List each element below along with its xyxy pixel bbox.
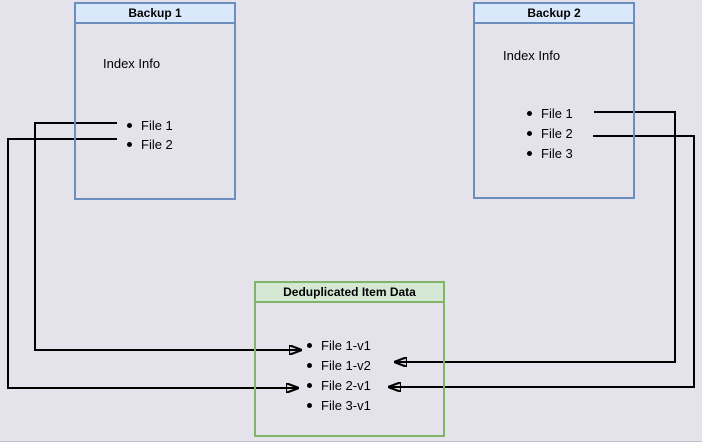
file-label: File 3-v1 <box>321 397 371 413</box>
list-item: File 1-v1 <box>307 335 371 355</box>
backup2-box: Backup 2 Index Info File 1 File 2 File 3 <box>473 2 635 199</box>
bullet-icon <box>127 123 132 128</box>
file-label: File 1-v2 <box>321 357 371 373</box>
file-label: File 2 <box>541 125 573 141</box>
dedup-title: Deduplicated Item Data <box>256 283 443 303</box>
bullet-icon <box>527 110 532 116</box>
file-label: File 3 <box>541 145 573 161</box>
list-item: File 1 <box>527 103 573 123</box>
backup1-box: Backup 1 Index Info File 1 File 2 <box>74 2 236 200</box>
backup1-title: Backup 1 <box>76 4 234 24</box>
bullet-icon <box>307 362 312 368</box>
bullet-icon <box>127 142 132 147</box>
backup1-index-label: Index Info <box>103 56 161 71</box>
list-item: File 2 <box>127 135 173 154</box>
backup2-title: Backup 2 <box>475 4 633 24</box>
bullet-icon <box>527 150 532 156</box>
list-item: File 1-v2 <box>307 355 371 375</box>
list-item: File 1 <box>127 116 173 135</box>
bullet-icon <box>307 342 312 348</box>
bullet-icon <box>307 382 312 388</box>
dedup-file-list: File 1-v1 File 1-v2 File 2-v1 File 3-v1 <box>307 335 371 415</box>
list-item: File 2 <box>527 123 573 143</box>
backup1-file-list: File 1 File 2 <box>127 116 173 154</box>
file-label: File 2 <box>141 137 173 152</box>
list-item: File 3-v1 <box>307 395 371 415</box>
backup2-file-list: File 1 File 2 File 3 <box>527 103 573 163</box>
dedup-box: Deduplicated Item Data File 1-v1 File 1-… <box>254 281 445 437</box>
list-item: File 2-v1 <box>307 375 371 395</box>
file-label: File 1 <box>541 105 573 121</box>
file-label: File 2-v1 <box>321 377 371 393</box>
file-label: File 1-v1 <box>321 337 371 353</box>
bullet-icon <box>527 130 532 136</box>
backup2-index-label: Index Info <box>503 48 561 63</box>
list-item: File 3 <box>527 143 573 163</box>
file-label: File 1 <box>141 118 173 133</box>
bullet-icon <box>307 402 312 408</box>
